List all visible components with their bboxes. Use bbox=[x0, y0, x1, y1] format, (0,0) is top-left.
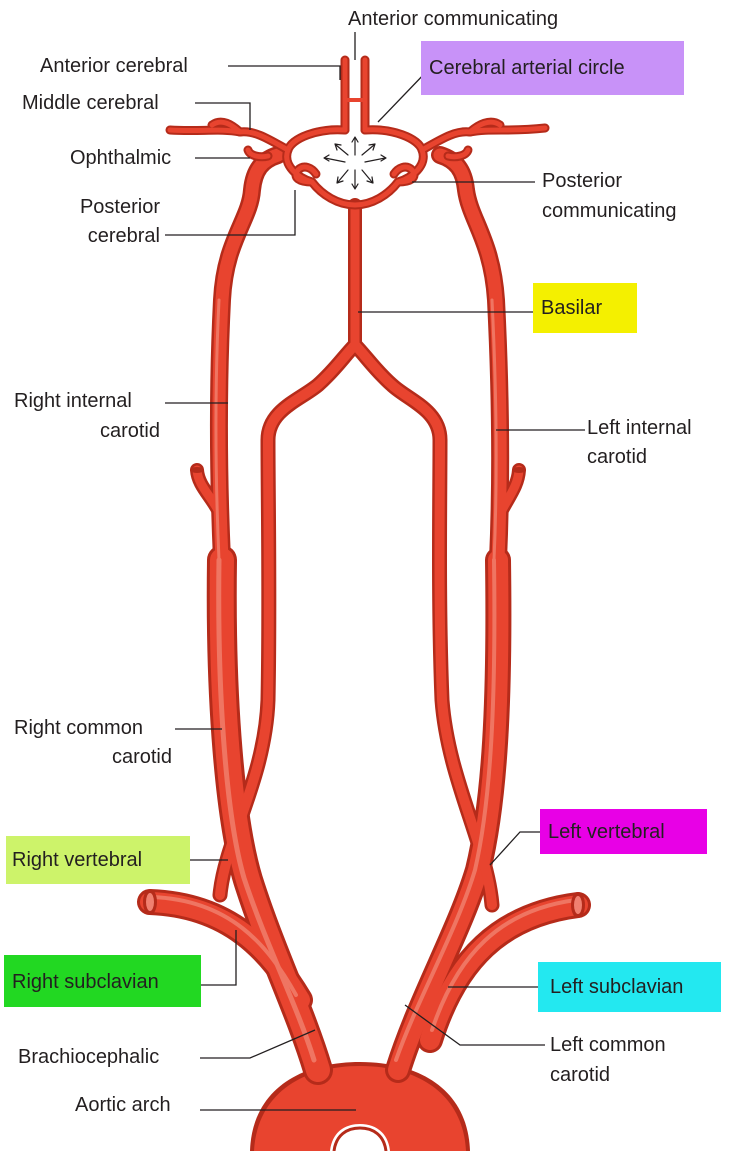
basilar-highlight bbox=[533, 283, 637, 333]
label-left-common-carotid-1: Left common bbox=[550, 1034, 666, 1056]
left-subclavian-highlight bbox=[538, 962, 721, 1012]
label-basilar: Basilar bbox=[541, 297, 603, 319]
label-left-common-carotid-2: carotid bbox=[550, 1064, 611, 1086]
label-posterior-communicating-2: communicating bbox=[542, 200, 677, 222]
label-middle-cerebral: Middle cerebral bbox=[22, 92, 159, 114]
label-left-vertebral: Left vertebral bbox=[548, 821, 665, 843]
label-right-internal-carotid-2: carotid bbox=[99, 420, 160, 442]
right-vertebral-highlight bbox=[6, 836, 190, 884]
label-posterior-cerebral-1: Posterior bbox=[79, 196, 160, 218]
circle-of-willis bbox=[165, 55, 550, 210]
label-right-subclavian: Right subclavian bbox=[12, 971, 159, 993]
right-subclavian-highlight bbox=[4, 955, 201, 1007]
label-right-vertebral: Right vertebral bbox=[12, 849, 143, 871]
left-vertebral-highlight bbox=[540, 809, 707, 854]
label-anterior-communicating: Anterior communicating bbox=[348, 8, 559, 30]
label-posterior-communicating-1: Posterior bbox=[542, 170, 623, 192]
label-left-subclavian: Left subclavian bbox=[550, 976, 684, 998]
label-anterior-cerebral: Anterior cerebral bbox=[40, 55, 188, 77]
leader-lines bbox=[165, 32, 585, 1111]
aortic-arch-vessel bbox=[250, 1062, 470, 1151]
cerebral-arterial-circle-highlight bbox=[421, 41, 684, 95]
label-cerebral-arterial-circle: Cerebral arterial circle bbox=[429, 57, 625, 79]
artery-tree bbox=[137, 55, 591, 1151]
label-ophthalmic: Ophthalmic bbox=[70, 147, 172, 169]
label-right-common-carotid-2: carotid bbox=[111, 746, 172, 768]
label-right-common-carotid-1: Right common bbox=[14, 717, 143, 739]
label-posterior-cerebral-2: cerebral bbox=[87, 225, 160, 247]
label-brachiocephalic: Brachiocephalic bbox=[18, 1046, 160, 1068]
label-aortic-arch: Aortic arch bbox=[75, 1094, 171, 1116]
label-right-internal-carotid-1: Right internal bbox=[14, 390, 132, 412]
label-left-internal-carotid-1: Left internal bbox=[587, 417, 692, 439]
label-left-internal-carotid-2: carotid bbox=[587, 446, 648, 468]
